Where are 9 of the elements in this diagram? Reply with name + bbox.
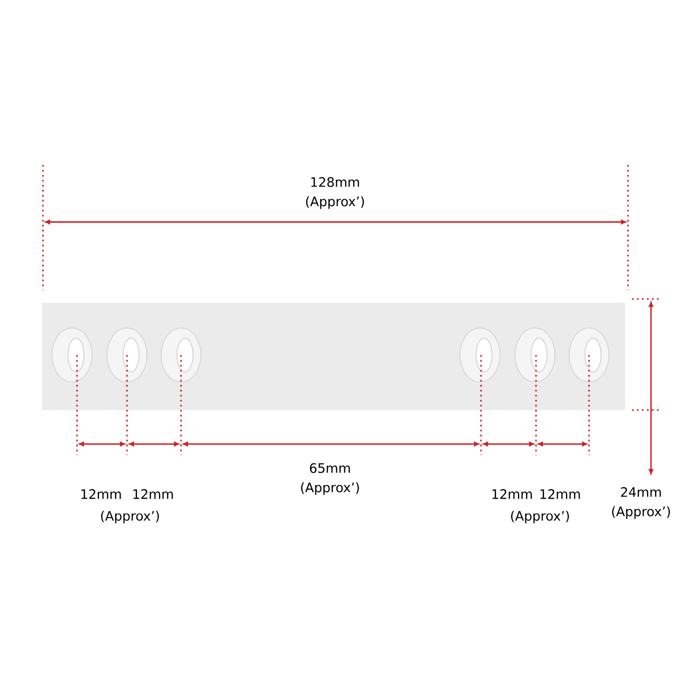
dimension-label: 12mm <box>492 489 532 499</box>
dimension-label: 24mm (Approx’) <box>612 487 670 519</box>
dimension-label: (Approx’) <box>101 510 159 524</box>
dimension-label: 12mm <box>133 489 173 499</box>
dimension-label: 128mm (Approx’) <box>306 177 364 209</box>
dimension-label: 65mm (Approx’) <box>301 463 359 495</box>
dimension-label: (Approx’) <box>511 510 569 524</box>
dimension-label: 12mm <box>81 489 121 499</box>
dimension-label: 12mm <box>540 489 580 499</box>
